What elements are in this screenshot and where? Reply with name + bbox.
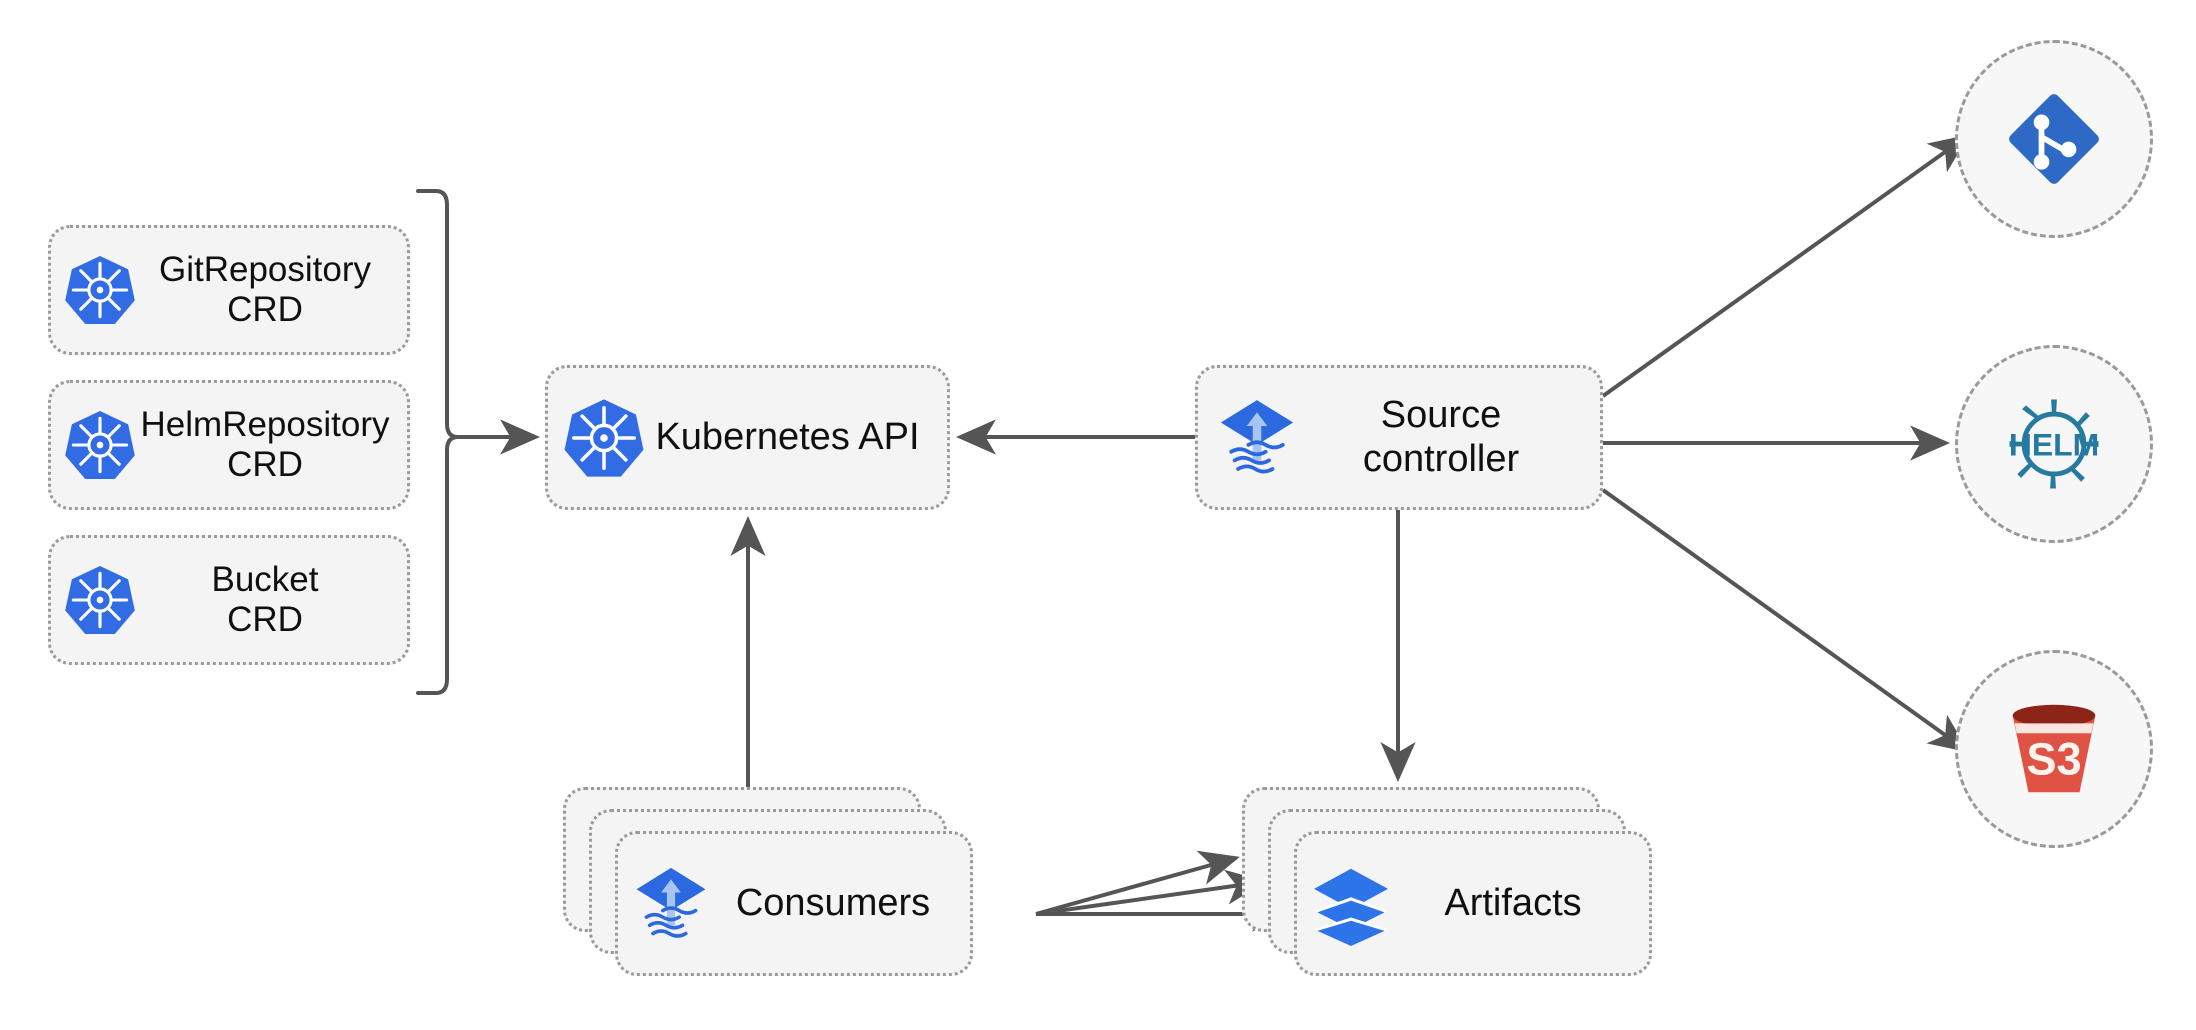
git-icon [2002,87,2106,191]
kubernetes-icon [63,408,137,482]
edge-consumers-to-artifacts-middle [1035,869,1266,916]
s3-wordmark: S3 [2026,734,2081,785]
node-kubernetes-api[interactable]: Kubernetes API [545,365,950,510]
crd-label: GitRepository CRD [158,250,372,329]
node-label: Consumers [735,882,931,924]
crd-label: Bucket CRD [211,560,319,639]
node-label: Source controller [1362,394,1520,480]
artifacts-sheet-front[interactable]: Artifacts [1294,831,1652,976]
flux-icon [1214,395,1300,481]
edge-consumers-to-artifacts-top [1035,850,1240,916]
s3-icon: S3 [1995,693,2113,805]
edge-source-controller-to-git [1601,134,1970,398]
crd-group-brace [416,189,460,695]
node-consumers[interactable]: Consumers [563,787,993,992]
target-s3[interactable]: S3 [1955,650,2153,848]
kubernetes-icon [562,396,646,480]
helm-wordmark: HELM [2009,427,2099,463]
kubernetes-icon [63,563,137,637]
edge-source-controller-to-s3 [1601,488,1970,753]
node-label: Kubernetes API [655,415,920,458]
node-label: Artifacts [1444,882,1582,924]
node-artifacts[interactable]: Artifacts [1242,787,1672,992]
layers-icon [1309,862,1393,946]
consumers-sheet-front[interactable]: Consumers [615,831,973,976]
kubernetes-icon [63,253,137,327]
crd-box-helmrepository[interactable]: HelmRepository CRD [48,380,410,510]
crd-box-bucket[interactable]: Bucket CRD [48,535,410,665]
helm-icon: HELM [1996,386,2112,502]
crd-label: HelmRepository CRD [140,405,390,484]
flux-icon [630,863,712,945]
target-git[interactable] [1955,40,2153,238]
crd-box-gitrepository[interactable]: GitRepository CRD [48,225,410,355]
target-helm[interactable]: HELM [1955,345,2153,543]
node-source-controller[interactable]: Source controller [1195,365,1603,510]
